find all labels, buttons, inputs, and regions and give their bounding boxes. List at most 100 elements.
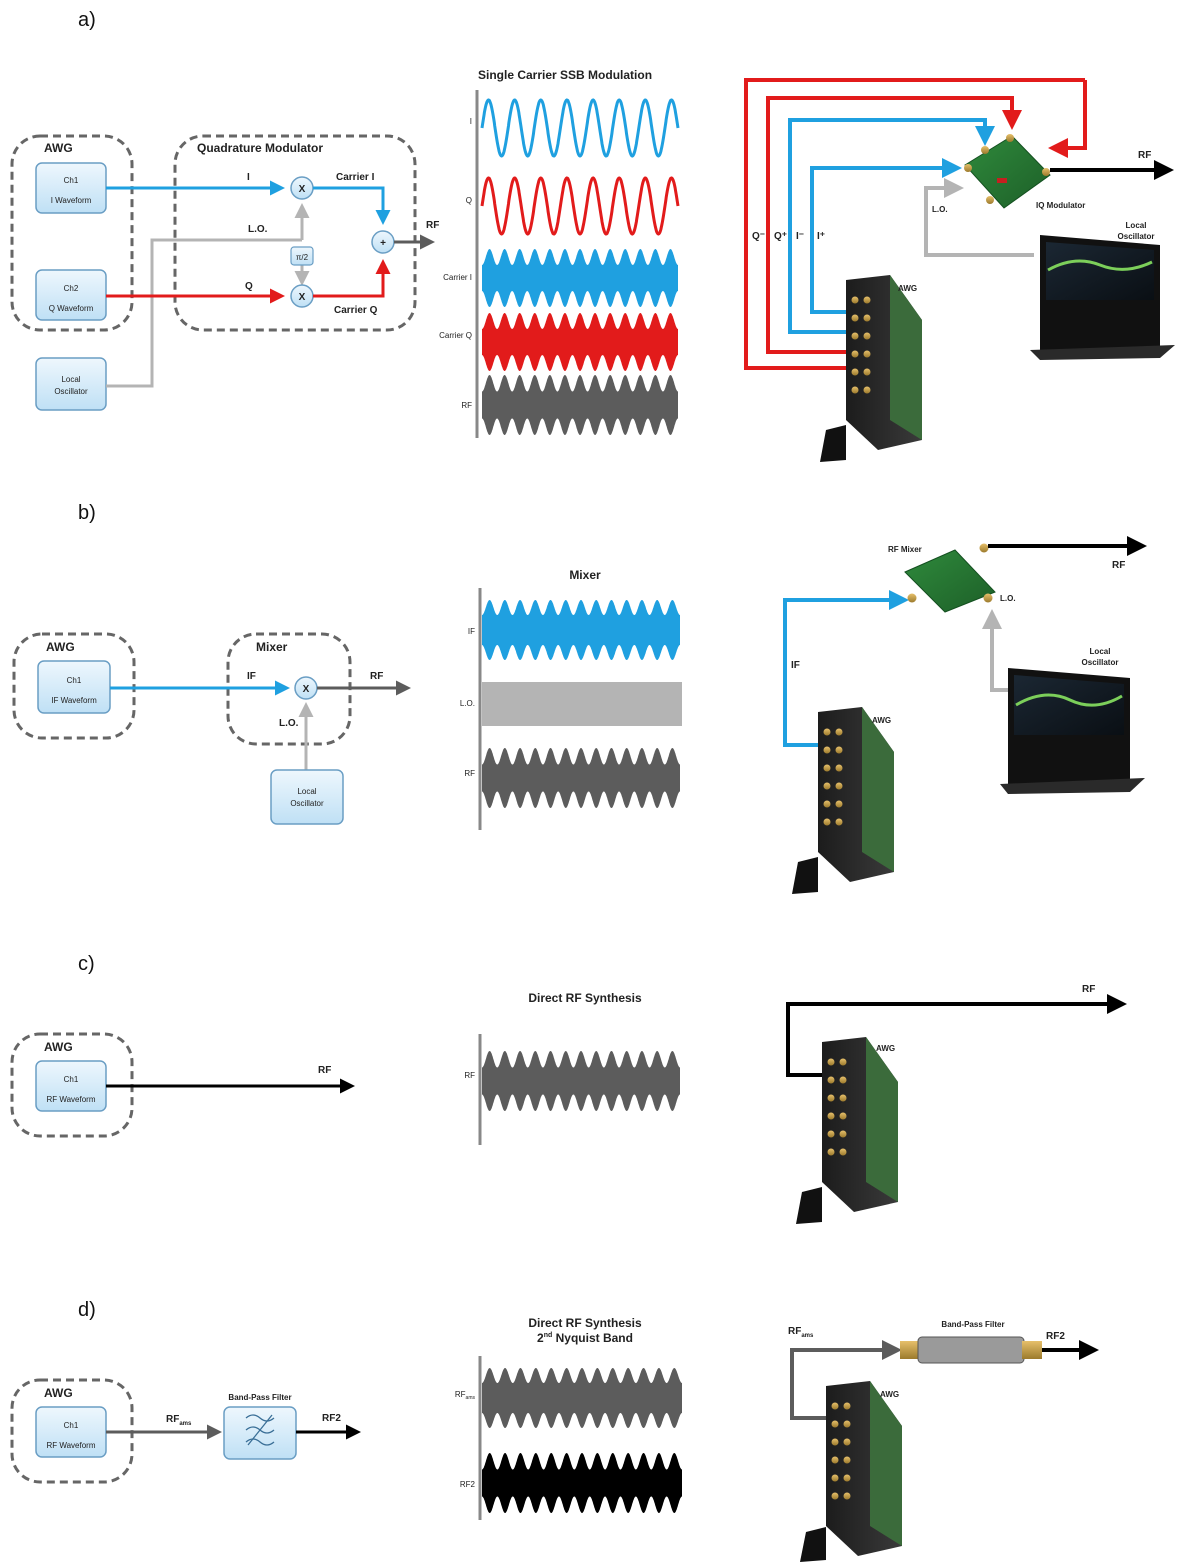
awg-handle-a (820, 425, 846, 462)
hardware-b: IF RF Mixer RF L.O. Local Oscillator AWG (783, 536, 1147, 894)
local-osc-trace-b (1015, 693, 1123, 707)
ch1-label-d: Ch1 (64, 1421, 79, 1430)
hw-rf-ams-cable-d (790, 1340, 902, 1420)
qplus-cable (766, 96, 1022, 354)
hw-awg-label-c: AWG (876, 1044, 895, 1053)
i-label: I (247, 172, 250, 183)
wave-carrier-i (482, 249, 678, 307)
rf-ams-label-d: RFams (166, 1414, 192, 1427)
hw-i-plus: I⁺ (817, 231, 825, 242)
hw-rf2-label-d: RF2 (1046, 1331, 1065, 1342)
iq-connector-5 (986, 196, 994, 204)
hw-if-cable-b (783, 590, 909, 747)
local-osc-box-b (270, 769, 344, 825)
lo-label-b: L.O. (279, 718, 299, 729)
wave-label-i: I (470, 117, 472, 126)
wave-label-rf-ams: RFams (455, 1390, 476, 1401)
rf-mixer-board (904, 549, 996, 613)
wave-label-carrier-i: Carrier I (443, 273, 472, 282)
hw-q-minus: Q⁻ (752, 231, 765, 242)
hw-lo-label-a: L.O. (932, 205, 948, 214)
awg-connectors-c (827, 1058, 847, 1156)
qminus-cable-top (1048, 80, 1087, 158)
summer-symbol: + (380, 238, 386, 249)
awg-connectors-a (851, 296, 871, 394)
panel-b-letter: b) (78, 502, 96, 524)
bpf-label-d: Band-Pass Filter (228, 1393, 291, 1402)
mixer-x-b: X (303, 684, 310, 695)
awg-title-a: AWG (44, 141, 73, 155)
qminus-cable (744, 78, 1085, 370)
lo-line-a (106, 238, 302, 388)
multiplier-i-symbol: X (299, 184, 306, 195)
ch1-waveform-b: IF Waveform (51, 696, 97, 705)
phase-shift-label: π/2 (296, 253, 309, 262)
awg-group-a (10, 134, 134, 332)
hw-rf-label-c: RF (1082, 984, 1095, 995)
local-osc-label-a1: Local (61, 375, 80, 384)
panel-a-letter: a) (78, 9, 96, 31)
if-label-b: IF (247, 671, 256, 682)
hw-rf-label-a: RF (1138, 150, 1151, 161)
hw-lo-label-b: L.O. (1000, 594, 1016, 603)
hw-rf-cable-c (786, 994, 1127, 1077)
wave-if (482, 600, 680, 660)
wave-rf-b (482, 748, 680, 808)
rf-label-c: RF (318, 1065, 331, 1076)
wave-lo (482, 682, 682, 726)
local-osc-label-a2: Oscillator (54, 387, 88, 396)
iq-connector-4 (964, 164, 972, 172)
hw-lo-cable-a (924, 178, 1034, 257)
iq-connector-3 (1042, 168, 1050, 176)
local-osc-screen-b (1014, 675, 1124, 735)
hw-local-osc-label-a1: Local (1126, 221, 1147, 230)
waves-title-a: Single Carrier SSB Modulation (478, 68, 652, 82)
bpf-icon (245, 1414, 275, 1446)
awg-module-pcb-d (870, 1381, 902, 1546)
wave-label-rf: RF (461, 401, 472, 410)
mixer-title-b: Mixer (256, 640, 288, 654)
wave-carrier-q (482, 313, 678, 371)
hardware-c: RF AWG (786, 984, 1127, 1224)
hw-local-osc-label-b1: Local (1090, 647, 1111, 656)
ch1-waveform-c: RF Waveform (46, 1095, 95, 1104)
carrier-i-path (313, 186, 391, 225)
iq-connector-1 (981, 146, 989, 154)
ch2-waveform-a: Q Waveform (49, 304, 94, 313)
awg-handle-d (800, 1527, 826, 1562)
hw-if-label-b: IF (791, 660, 800, 671)
awg-module-pcb-c (866, 1037, 898, 1202)
ch1-label-a: Ch1 (64, 176, 79, 185)
wave-label-q: Q (466, 196, 472, 205)
hw-awg-label-a: AWG (898, 284, 917, 293)
bpf-body (917, 1336, 1025, 1364)
rf-mixer-conn-2 (979, 543, 989, 553)
iq-modulator-board (964, 135, 1051, 209)
awg-connectors-b (823, 728, 843, 826)
wave-rf-c (482, 1051, 680, 1111)
quadrature-modulator-title: Quadrature Modulator (197, 141, 323, 155)
wave-label-carrier-q: Carrier Q (439, 331, 472, 340)
rf2-label-d: RF2 (322, 1413, 341, 1424)
rf-mixer-conn-1 (907, 593, 917, 603)
hw-local-osc-label-a2: Oscillator (1118, 232, 1155, 241)
hw-i-minus: I⁻ (796, 231, 804, 242)
wave-label-rf-b: RF (464, 769, 475, 778)
awg-module-pcb-b (862, 707, 894, 872)
awg-connectors-d (831, 1402, 851, 1500)
wave-label-if: IF (468, 627, 475, 636)
wave-rf-a (482, 375, 678, 435)
local-osc-base-b (1000, 778, 1145, 794)
panel-c-letter: c) (78, 953, 95, 975)
hw-rf-mixer-label: RF Mixer (888, 545, 922, 554)
ch1-waveform-a: I Waveform (51, 196, 92, 205)
local-osc-base-a (1030, 345, 1175, 360)
band-pass-filter-box (223, 1406, 297, 1460)
bpf-conn-left (900, 1341, 920, 1359)
carrier-i-label: Carrier I (336, 172, 375, 183)
rf-label-b: RF (370, 671, 383, 682)
hw-iq-modulator-label: IQ Modulator (1036, 201, 1085, 210)
bpf-conn-right (1022, 1341, 1042, 1359)
hw-rf-ams-label-d: RFams (788, 1326, 814, 1339)
